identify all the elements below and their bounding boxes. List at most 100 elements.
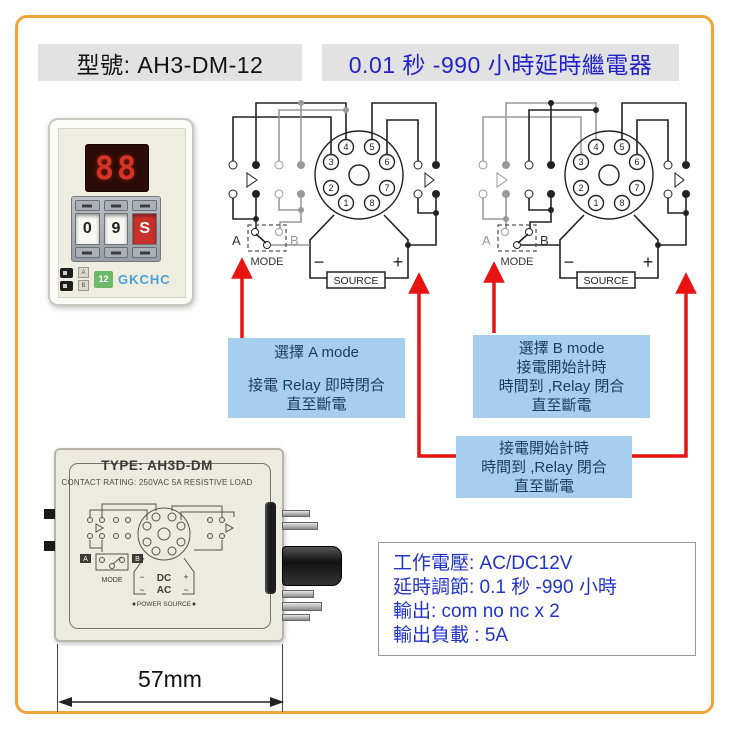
callout-line: 選擇 B mode: [518, 339, 605, 357]
callout-line: 選擇 A mode: [273, 343, 360, 361]
product-title-text: 0.01 秒 -990 小時延時繼電器: [348, 51, 653, 78]
callout-a-mode: 選擇 A mode 接電 Relay 即時閉合 直至斷電: [228, 338, 405, 418]
active-a-wires: [232, 102, 437, 279]
pin-label: 5: [619, 142, 624, 152]
callout-line: 時間到 ,Relay 閉合: [498, 377, 625, 395]
device-bottom-row: A B 12 GKCHC: [60, 266, 184, 292]
contact-terminals: [228, 100, 440, 248]
pin-label: 5: [369, 142, 374, 152]
arrowhead-icon: [231, 257, 253, 279]
case-a-tag: A: [83, 556, 88, 563]
thumbwheel-column: S: [132, 200, 158, 258]
arrow-right-icon: [270, 697, 284, 707]
plus-sign: +: [393, 252, 404, 272]
arrow-up-icon: [417, 290, 456, 458]
pin-label: 8: [369, 198, 374, 208]
relay-case-photo: TYPE: AH3D-DM CONTACT RATING: 250VAC 5A …: [54, 448, 284, 642]
spec-line: 延時調節: 0.1 秒 -990 小時: [393, 577, 617, 598]
callout-line: 直至斷電: [531, 396, 592, 414]
case-tilde: ~: [183, 585, 188, 595]
mode-a-label: A: [482, 233, 491, 248]
b-label: B: [78, 280, 89, 291]
thumbwheel-digit: 0: [75, 213, 100, 245]
case-side-slot: [265, 502, 276, 594]
active-b-wires: [521, 102, 687, 279]
thumbwheel-up-button[interactable]: [75, 200, 100, 211]
callout-line: 直至斷電: [513, 477, 574, 495]
thumbwheel-down-button[interactable]: [103, 247, 129, 258]
source-label: SOURCE: [584, 275, 629, 287]
mode-switches[interactable]: [60, 267, 73, 291]
thumbwheel-down-button[interactable]: [132, 247, 158, 258]
pin-numbers: 4 5 3 6 2 7 1 8: [578, 142, 639, 208]
pin-label: 6: [384, 157, 389, 167]
thumbwheel-column: 9: [103, 200, 129, 258]
a-label: A: [78, 267, 89, 278]
model-number-text: 型號: AH3-DM-12: [76, 51, 264, 78]
mode-selector: A B MODE: [482, 224, 549, 268]
case-minus: −: [139, 572, 144, 582]
relay-pin: [282, 510, 310, 517]
relay-pin: [282, 602, 322, 611]
callout-line: 接電開始計時: [498, 439, 589, 457]
pin-label: 8: [619, 198, 624, 208]
arrowhead-icon: [675, 272, 697, 294]
contact-terminals: [478, 100, 690, 248]
dimension-extension-line: [282, 644, 283, 712]
case-tilde: ~: [139, 585, 144, 595]
arrow-up-icon: [632, 290, 688, 458]
case-diagram-labels: A B MODE − DC + ~ AC ~ POWER SOURCE: [80, 554, 196, 608]
pin-numbers: 4 5 3 6 2 7 1 8: [328, 142, 389, 208]
mounting-tab: [44, 541, 55, 551]
pin-label: 3: [328, 157, 333, 167]
callout-b-mode: 選擇 B mode 接電開始計時 時間到 ,Relay 閉合 直至斷電: [473, 335, 650, 418]
pin-label: 1: [593, 198, 598, 208]
relay-contact-icon: [246, 172, 258, 188]
display-digits: 88: [94, 149, 140, 187]
seven-segment-display: 88: [85, 144, 149, 192]
thumbwheel-up-button[interactable]: [132, 200, 158, 211]
switch-icon[interactable]: [60, 280, 73, 291]
octal-socket: [314, 130, 404, 220]
callout-line: 直至斷電: [286, 395, 347, 413]
spec-line: 輸出負載 : 5A: [393, 625, 509, 646]
model-number-box: 型號: AH3-DM-12: [38, 44, 302, 81]
callout-line: 時間到 ,Relay 閉合: [481, 458, 607, 476]
minus-sign: −: [564, 252, 575, 272]
switch-icon[interactable]: [60, 267, 73, 278]
relay-pin: [282, 590, 314, 598]
case-ac-label: AC: [157, 585, 171, 596]
source-label: SOURCE: [334, 275, 379, 287]
spec-line: 工作電壓: AC/DC12V: [393, 553, 573, 574]
mode-caption: MODE: [251, 256, 284, 268]
thumbwheel-panel: 0 9 S: [71, 196, 161, 262]
relay-pin: [282, 522, 318, 530]
case-power-source-label: POWER SOURCE: [137, 601, 192, 608]
mode-caption: MODE: [501, 256, 534, 268]
relay-contact-icon: [674, 171, 685, 189]
callout-timing: 接電開始計時 時間到 ,Relay 閉合 直至斷電: [456, 436, 632, 498]
case-b-tag: B: [135, 556, 140, 563]
timer-device-photo: 88 0 9 S A: [48, 118, 194, 306]
relay-coil-cylinder: [282, 546, 342, 586]
callout-line: 接電 Relay 即時閉合: [248, 376, 385, 394]
relay-contact-icon: [424, 171, 435, 189]
case-contact-rating: CONTACT RATING: 250VAC 5A RESISTIVE LOAD: [61, 478, 253, 487]
dimension-label: 57mm: [138, 666, 202, 692]
mounting-tab: [44, 509, 55, 519]
arrow-left-icon: [58, 697, 72, 707]
callout-spacer: [230, 362, 403, 376]
product-title-box: 0.01 秒 -990 小時延時繼電器: [322, 44, 679, 81]
page-border: [15, 15, 714, 714]
spec-box: 工作電壓: AC/DC12V 延時調節: 0.1 秒 -990 小時 輸出: c…: [378, 542, 696, 656]
mode-lever-icon: [517, 233, 529, 244]
thumbwheel-down-button[interactable]: [75, 247, 100, 258]
power-terminals: − + SOURCE: [314, 252, 404, 289]
case-dc-label: DC: [157, 573, 171, 584]
case-printed-diagram: A B MODE − DC + ~ AC ~ POWER SOURCE: [80, 503, 235, 608]
brand-logo: GKCHC: [118, 271, 171, 287]
relay-pin: [282, 614, 310, 621]
case-mode-label: MODE: [102, 577, 123, 584]
thumbwheel-up-button[interactable]: [103, 200, 129, 211]
